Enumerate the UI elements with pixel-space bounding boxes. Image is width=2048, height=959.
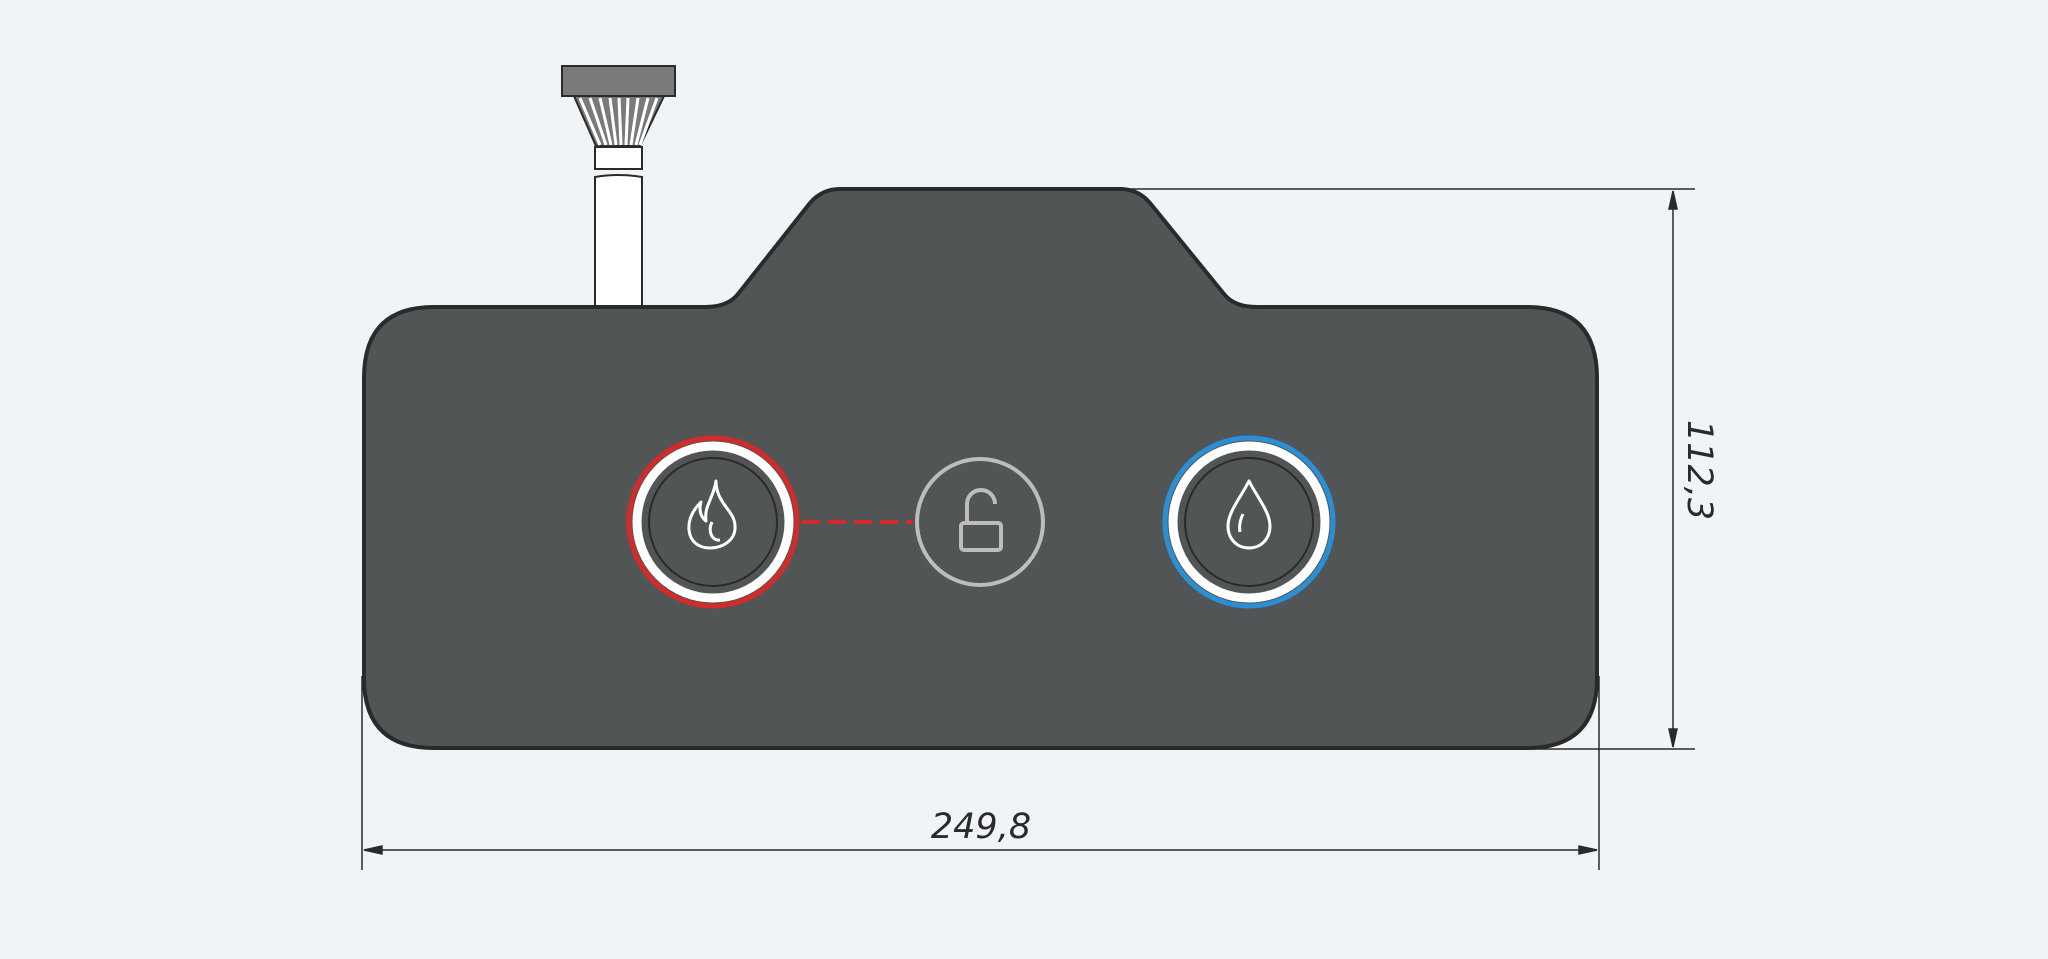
flame-icon	[687, 479, 737, 550]
control-panel-body	[362, 187, 1599, 750]
cable-sleeve	[594, 146, 643, 170]
hot-outer-white	[632, 441, 794, 603]
hot-water-button[interactable]	[626, 435, 800, 609]
cold-ring	[1162, 435, 1336, 609]
droplet-icon	[1226, 479, 1272, 550]
cold-inner	[1184, 457, 1314, 587]
width-dimension	[361, 676, 1600, 870]
height-dimension	[1122, 188, 1695, 750]
cold-water-button[interactable]	[1162, 435, 1336, 609]
height-dimension-label: 112,3	[1679, 420, 1719, 520]
child-lock-button[interactable]	[915, 457, 1045, 587]
hot-inner	[648, 457, 778, 587]
width-dimension-label: 249,8	[931, 807, 1031, 847]
unlock-icon	[959, 488, 1003, 552]
cable-tube	[594, 174, 643, 309]
lock-ring	[915, 457, 1045, 587]
connector-plug	[561, 65, 676, 97]
cold-outer-white	[1168, 441, 1330, 603]
cable-wires	[572, 95, 666, 147]
cable-connector	[561, 65, 676, 309]
hot-ring	[626, 435, 800, 609]
